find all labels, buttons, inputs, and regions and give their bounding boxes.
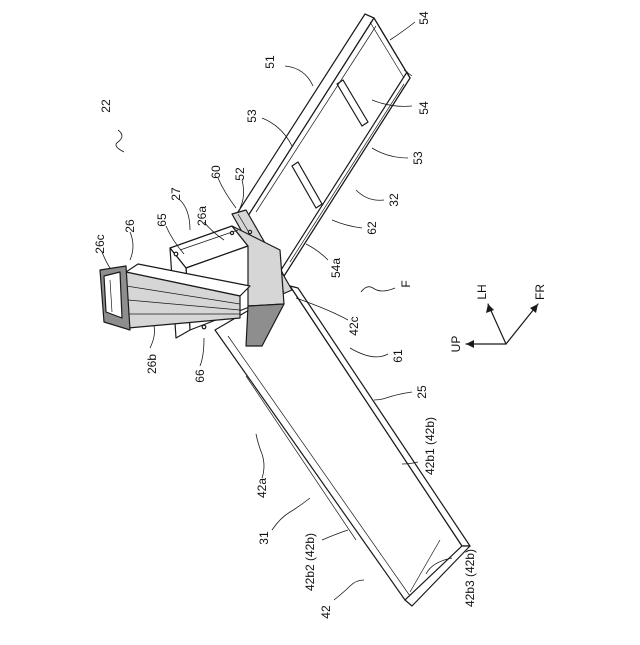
label-52: 52 (233, 167, 247, 181)
leader-42b2 (322, 530, 348, 540)
axis-labels: LH FR UP (449, 284, 547, 353)
label-26b: 26b (145, 354, 159, 374)
label-27: 27 (169, 187, 183, 201)
leader-F (361, 287, 395, 292)
leader-53-right (372, 148, 408, 158)
label-53-right: 53 (411, 151, 425, 165)
label-42b3: 42b3 (42b) (463, 549, 477, 607)
label-26a: 26a (195, 206, 209, 226)
label-25: 25 (415, 385, 429, 399)
label-F: F (399, 280, 413, 287)
axis-label-up: UP (449, 336, 463, 353)
axis-lh-arrow (486, 304, 494, 313)
label-26c: 26c (93, 234, 107, 253)
label-32: 32 (387, 193, 401, 207)
leader-26b (150, 326, 155, 348)
leader-54-top (390, 22, 415, 40)
upper-frame (238, 14, 412, 276)
bolt-1 (248, 230, 251, 233)
label-42b1: 42b1 (42b) (423, 417, 437, 475)
label-51: 51 (263, 55, 277, 69)
cylinder-end-cap (104, 272, 122, 318)
label-60: 60 (209, 165, 223, 179)
leader-26 (130, 232, 133, 260)
label-66: 66 (193, 369, 207, 383)
leader-31 (272, 498, 310, 530)
leader-25 (374, 392, 412, 400)
housing-screw-1 (202, 325, 206, 329)
leader-60 (218, 178, 236, 208)
label-54-top: 54 (417, 11, 431, 25)
direction-axes (466, 304, 538, 348)
axis-label-fr: FR (533, 284, 547, 300)
label-42b2: 42b2 (42b) (303, 533, 317, 591)
label-62: 62 (365, 221, 379, 235)
leader-51 (285, 66, 313, 86)
label-61: 61 (391, 349, 405, 363)
label-31: 31 (257, 531, 271, 545)
leader-61 (350, 348, 388, 357)
leader-66 (200, 338, 204, 366)
label-54-mid: 54 (417, 101, 431, 115)
housing-screw-2 (174, 252, 178, 256)
leader-62 (332, 220, 362, 228)
leader-27 (180, 200, 190, 230)
leader-54a (306, 244, 328, 260)
label-65: 65 (155, 213, 169, 227)
label-22: 22 (99, 99, 113, 113)
label-54a: 54a (329, 258, 343, 278)
label-26: 26 (123, 219, 137, 233)
leader-32 (356, 190, 384, 200)
leader-22 (116, 130, 124, 152)
leader-42 (334, 580, 364, 600)
label-53-left: 53 (245, 109, 259, 123)
axis-up-arrow (466, 340, 474, 348)
leader-42a (256, 434, 264, 478)
label-42: 42 (319, 605, 333, 619)
label-42a: 42a (255, 478, 269, 498)
label-42c: 42c (347, 316, 361, 335)
housing-screw-3 (230, 231, 233, 234)
axis-label-lh: LH (475, 284, 489, 299)
